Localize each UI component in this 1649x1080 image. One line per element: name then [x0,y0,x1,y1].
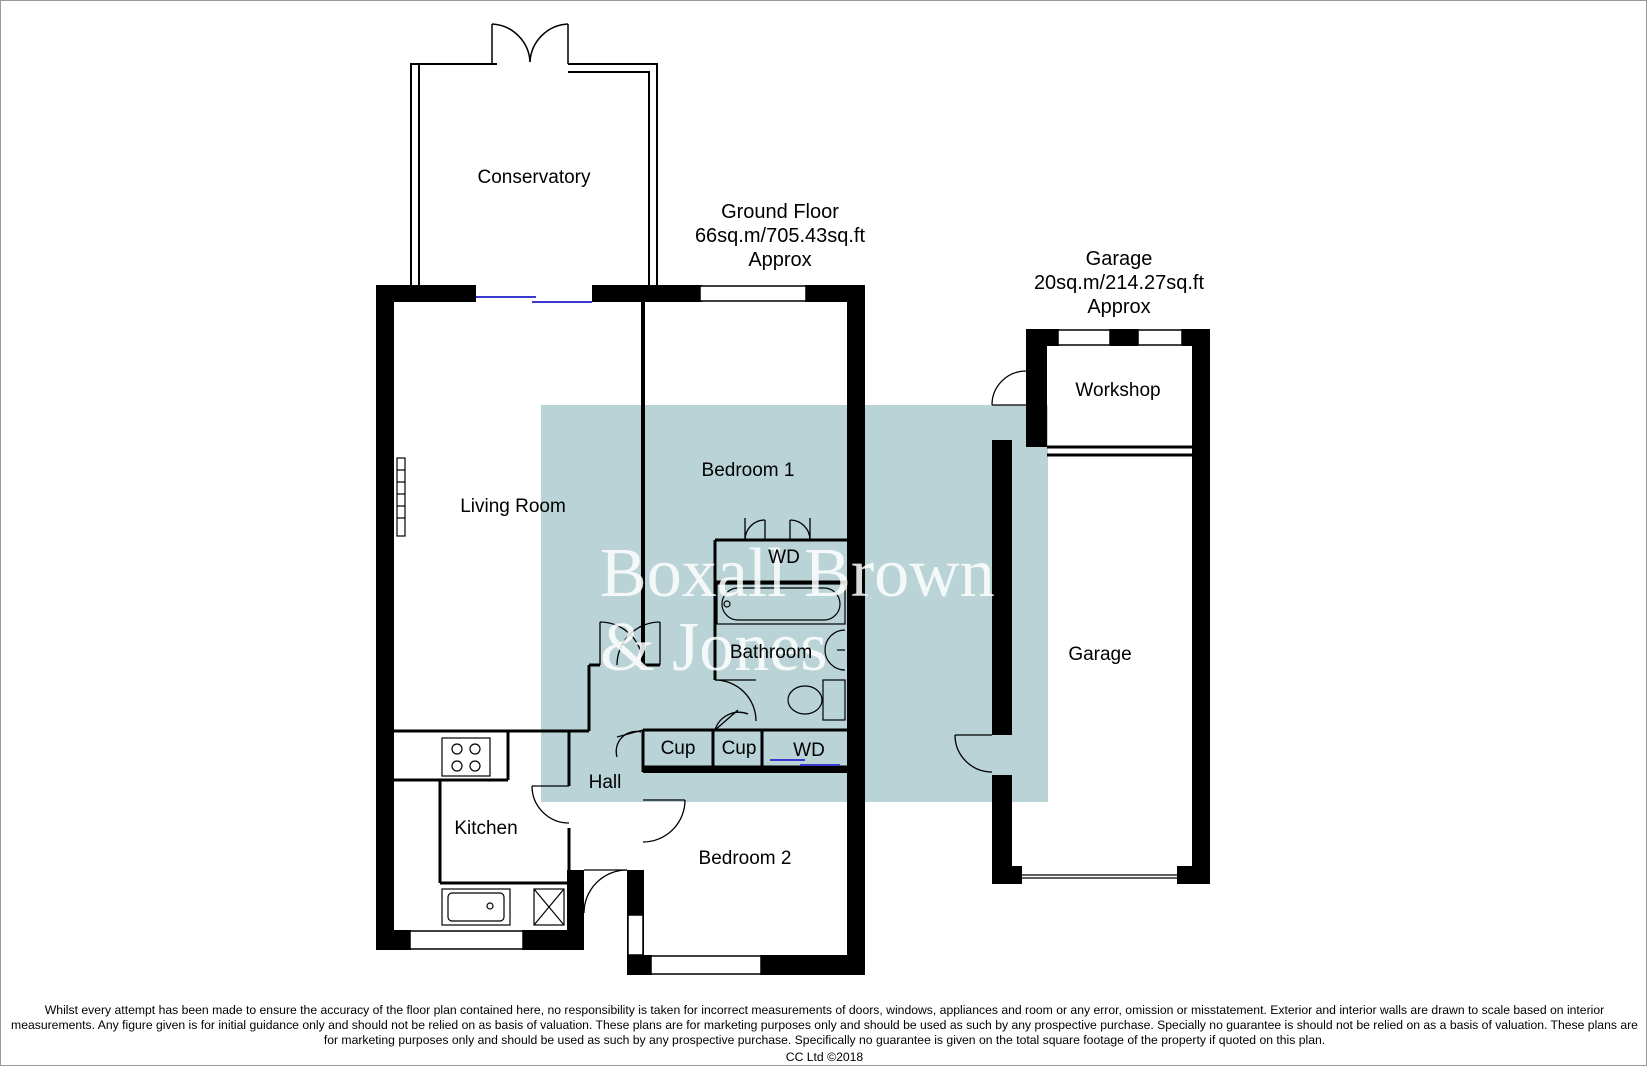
room-label-cup1: Cup [661,738,696,759]
room-label-bedroom1: Bedroom 1 [702,460,795,481]
house-outer-walls [376,285,865,975]
watermark-line2: & Jones [600,609,828,686]
toilet-icon [787,679,846,721]
house-windows [409,285,807,975]
room-label-kitchen: Kitchen [454,818,517,839]
room-label-cup2: Cup [722,738,757,759]
copyright-text: CC Ltd ©2018 [785,1050,864,1064]
watermark-line1: Boxall Brown [600,535,995,612]
room-label-wd-lower: WD [793,740,825,761]
room-label-hall: Hall [589,772,622,793]
room-label-bedroom2: Bedroom 2 [699,848,792,869]
room-label-wd-upper: WD [768,547,800,568]
appliance-icon [533,888,565,926]
room-label-garage: Garage [1068,644,1131,665]
garage-inner-walls [1047,445,1192,457]
sink-icon [441,888,511,926]
bath-icon [716,583,846,625]
ground-floor-approx: Approx [748,249,811,271]
watermark-box [541,405,1048,802]
conservatory-door [491,23,569,64]
radiator-icon [396,457,406,537]
garage-windows [1057,329,1183,346]
garage-block-title: Garage [1086,248,1153,270]
conservatory-walls [410,63,658,296]
room-label-conservatory: Conservatory [478,167,591,188]
interior-doors [531,518,811,914]
hob-icon [441,737,491,777]
basin-icon [824,629,846,671]
ground-floor-area: 66sq.m/705.43sq.ft [695,225,866,247]
room-label-workshop: Workshop [1075,380,1160,401]
interior-thick-walls [641,302,847,773]
ground-floor-title: Ground Floor [721,201,839,223]
floor-plan: Boxall Brown & Jones Ground Floor 66sq.m… [376,23,1210,975]
disclaimer-text: Whilst every attempt has been made to en… [11,1003,1638,1047]
living-room-sliding-door [420,295,592,303]
garage-block-approx: Approx [1087,296,1150,318]
garage-doors [954,370,1177,879]
garage-walls [992,329,1210,884]
room-label-living-room: Living Room [460,496,566,517]
garage-block-area: 20sq.m/214.27sq.ft [1034,272,1205,294]
room-label-bathroom: Bathroom [730,642,812,663]
wardrobe-sliding-door [770,759,840,766]
